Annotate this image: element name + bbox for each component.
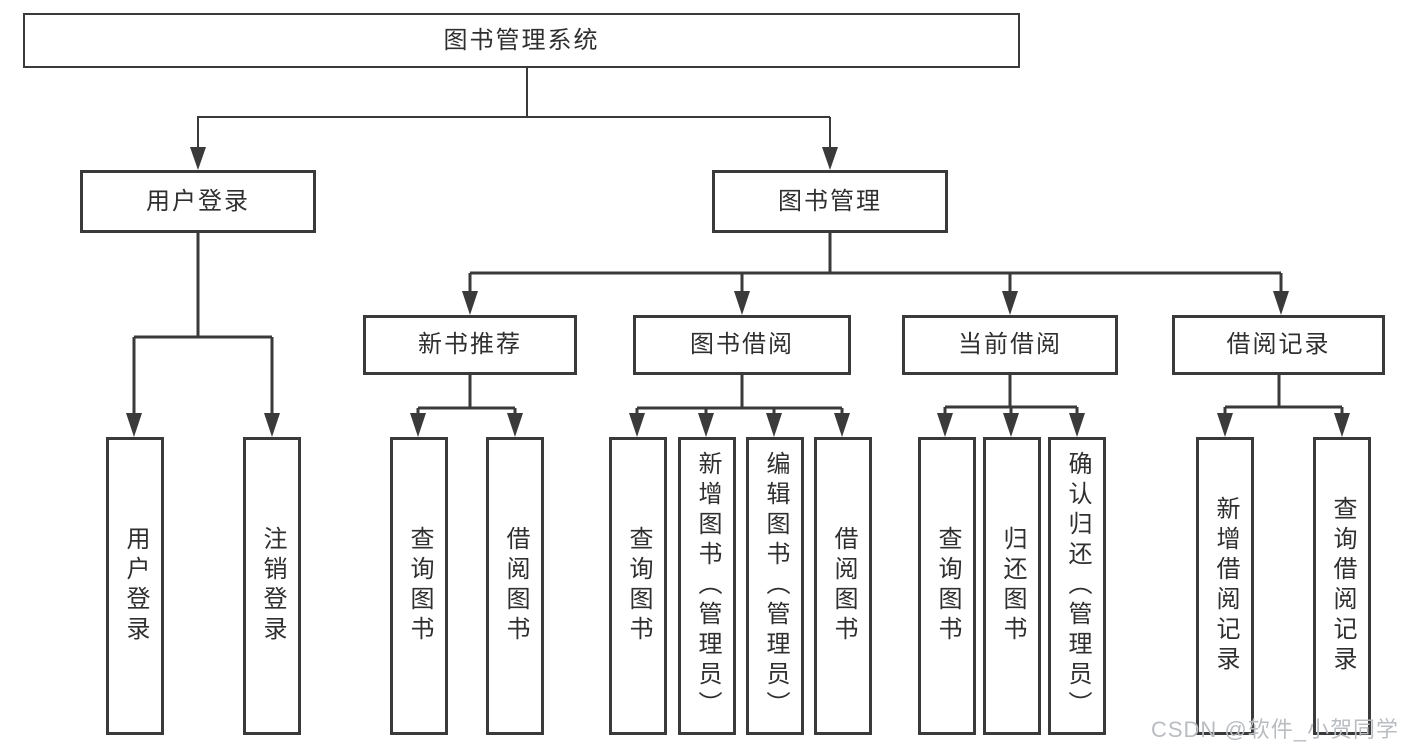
connector-mgmt-children [462, 233, 1289, 315]
connector-login-children [126, 232, 280, 437]
node-new-book-recommend: 新书推荐 [363, 315, 577, 375]
leaf-borrow-books-label: 借阅图书 [830, 526, 857, 646]
leaf-query-borrow-record: 查询借阅记录 [1313, 437, 1371, 735]
node-book-management: 图书管理 [712, 170, 948, 233]
leaf-current-query-books-label: 查询图书 [934, 526, 961, 646]
leaf-return-books: 归还图书 [983, 437, 1041, 735]
leaf-rec-borrow-books: 借阅图书 [486, 437, 544, 735]
leaf-add-borrow-record-label: 新增借阅记录 [1212, 496, 1239, 676]
leaf-return-books-label: 归还图书 [999, 526, 1026, 646]
leaf-confirm-return-admin: 确认归还（管理员） [1048, 437, 1106, 735]
leaf-borrow-query-books-label: 查询图书 [625, 526, 652, 646]
leaf-rec-borrow-books-label: 借阅图书 [502, 526, 529, 646]
connector-rec-children [410, 375, 523, 437]
connector-current-children [937, 375, 1085, 437]
leaf-borrow-query-books: 查询图书 [609, 437, 667, 735]
connector-borrow-children [629, 375, 850, 437]
node-book-borrowing-label: 图书借阅 [690, 331, 794, 358]
node-borrowing-records-label: 借阅记录 [1226, 331, 1331, 358]
leaf-rec-query-books-label: 查询图书 [406, 526, 433, 646]
node-current-borrowing: 当前借阅 [902, 315, 1118, 375]
leaf-add-books-admin-label: 新增图书（管理员） [694, 451, 721, 721]
node-book-borrowing: 图书借阅 [633, 315, 851, 375]
node-book-management-label: 图书管理 [778, 187, 882, 215]
leaf-logout-label: 注销登录 [259, 526, 286, 646]
leaf-logout: 注销登录 [243, 437, 301, 735]
connector-root-children [190, 68, 838, 170]
watermark: CSDN @软件_小贺同学 [1150, 717, 1399, 742]
leaf-user-login-label: 用户登录 [122, 526, 149, 646]
connector-records-children [1217, 375, 1350, 437]
leaf-current-query-books: 查询图书 [918, 437, 976, 735]
leaf-add-borrow-record: 新增借阅记录 [1196, 437, 1254, 735]
node-root-label: 图书管理系统 [443, 26, 600, 54]
leaf-confirm-return-admin-label: 确认归还（管理员） [1064, 451, 1091, 721]
node-user-login-group: 用户登录 [80, 170, 316, 233]
leaf-user-login: 用户登录 [106, 437, 164, 735]
node-user-login-group-label: 用户登录 [146, 187, 250, 215]
leaf-edit-books-admin: 编辑图书（管理员） [746, 437, 804, 735]
leaf-query-borrow-record-label: 查询借阅记录 [1329, 496, 1356, 676]
leaf-borrow-books: 借阅图书 [814, 437, 872, 735]
leaf-add-books-admin: 新增图书（管理员） [678, 437, 736, 735]
node-new-book-recommend-label: 新书推荐 [418, 331, 522, 358]
node-borrowing-records: 借阅记录 [1172, 315, 1385, 375]
node-current-borrowing-label: 当前借阅 [958, 331, 1062, 358]
leaf-rec-query-books: 查询图书 [390, 437, 448, 735]
node-root: 图书管理系统 [23, 13, 1020, 68]
leaf-edit-books-admin-label: 编辑图书（管理员） [762, 451, 789, 721]
